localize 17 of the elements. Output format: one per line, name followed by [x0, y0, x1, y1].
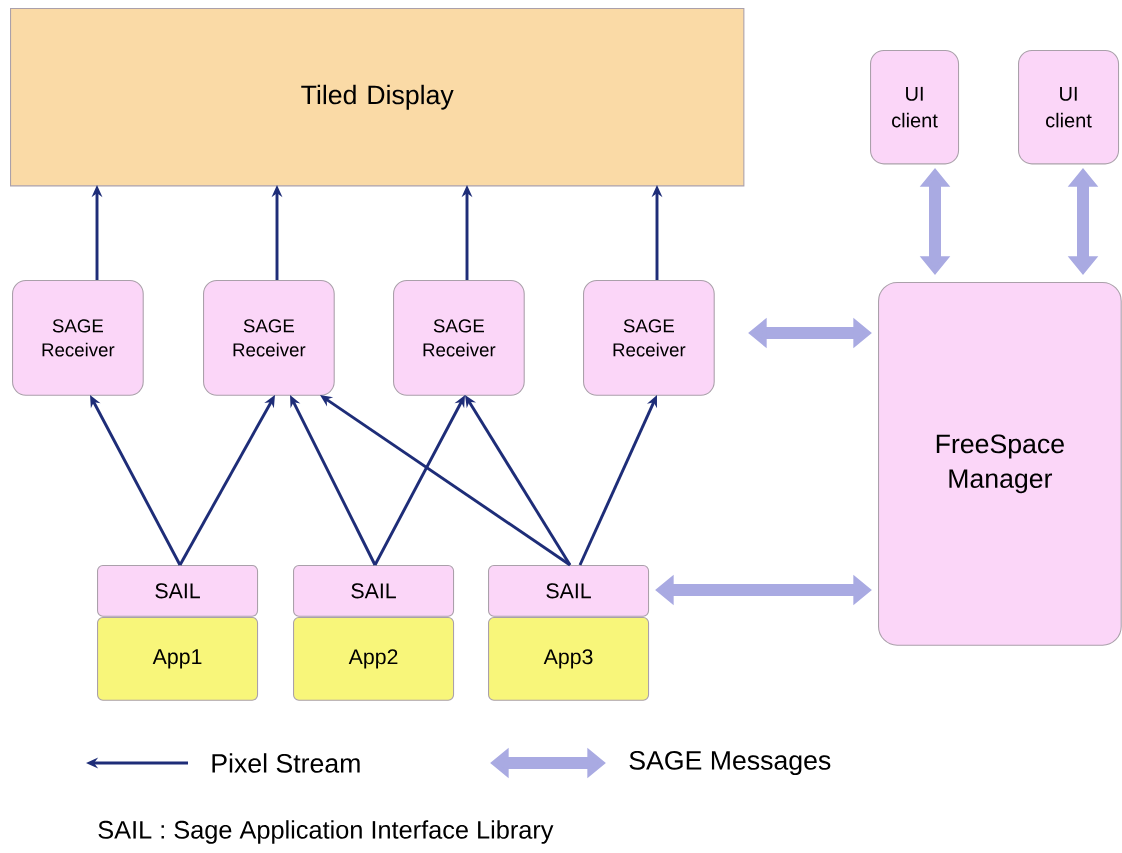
legend-text: SAGE Messages: [629, 750, 831, 776]
client-box: UI client: [1018, 50, 1120, 165]
library-box: SAIL: [488, 565, 650, 617]
application-box: App3: [488, 617, 650, 701]
manager-box: FreeSpace Manager: [878, 282, 1122, 646]
receiver-box: SAGE Receiver: [12, 280, 144, 396]
footnote: SAIL : Sage Application Interface Library: [98, 820, 554, 844]
library-box: SAIL: [293, 565, 455, 617]
library-box: SAIL: [97, 565, 259, 617]
receiver-box: SAGE Receiver: [583, 280, 715, 396]
legend-text: Pixel Stream: [212, 753, 360, 773]
client-box: UI client: [870, 50, 960, 165]
application-box: App2: [293, 617, 455, 701]
application-box: App1: [97, 617, 259, 701]
receiver-box: SAGE Receiver: [393, 280, 525, 396]
receiver-box: SAGE Receiver: [203, 280, 335, 396]
tiled-display-box: Tiled Display: [10, 8, 745, 187]
